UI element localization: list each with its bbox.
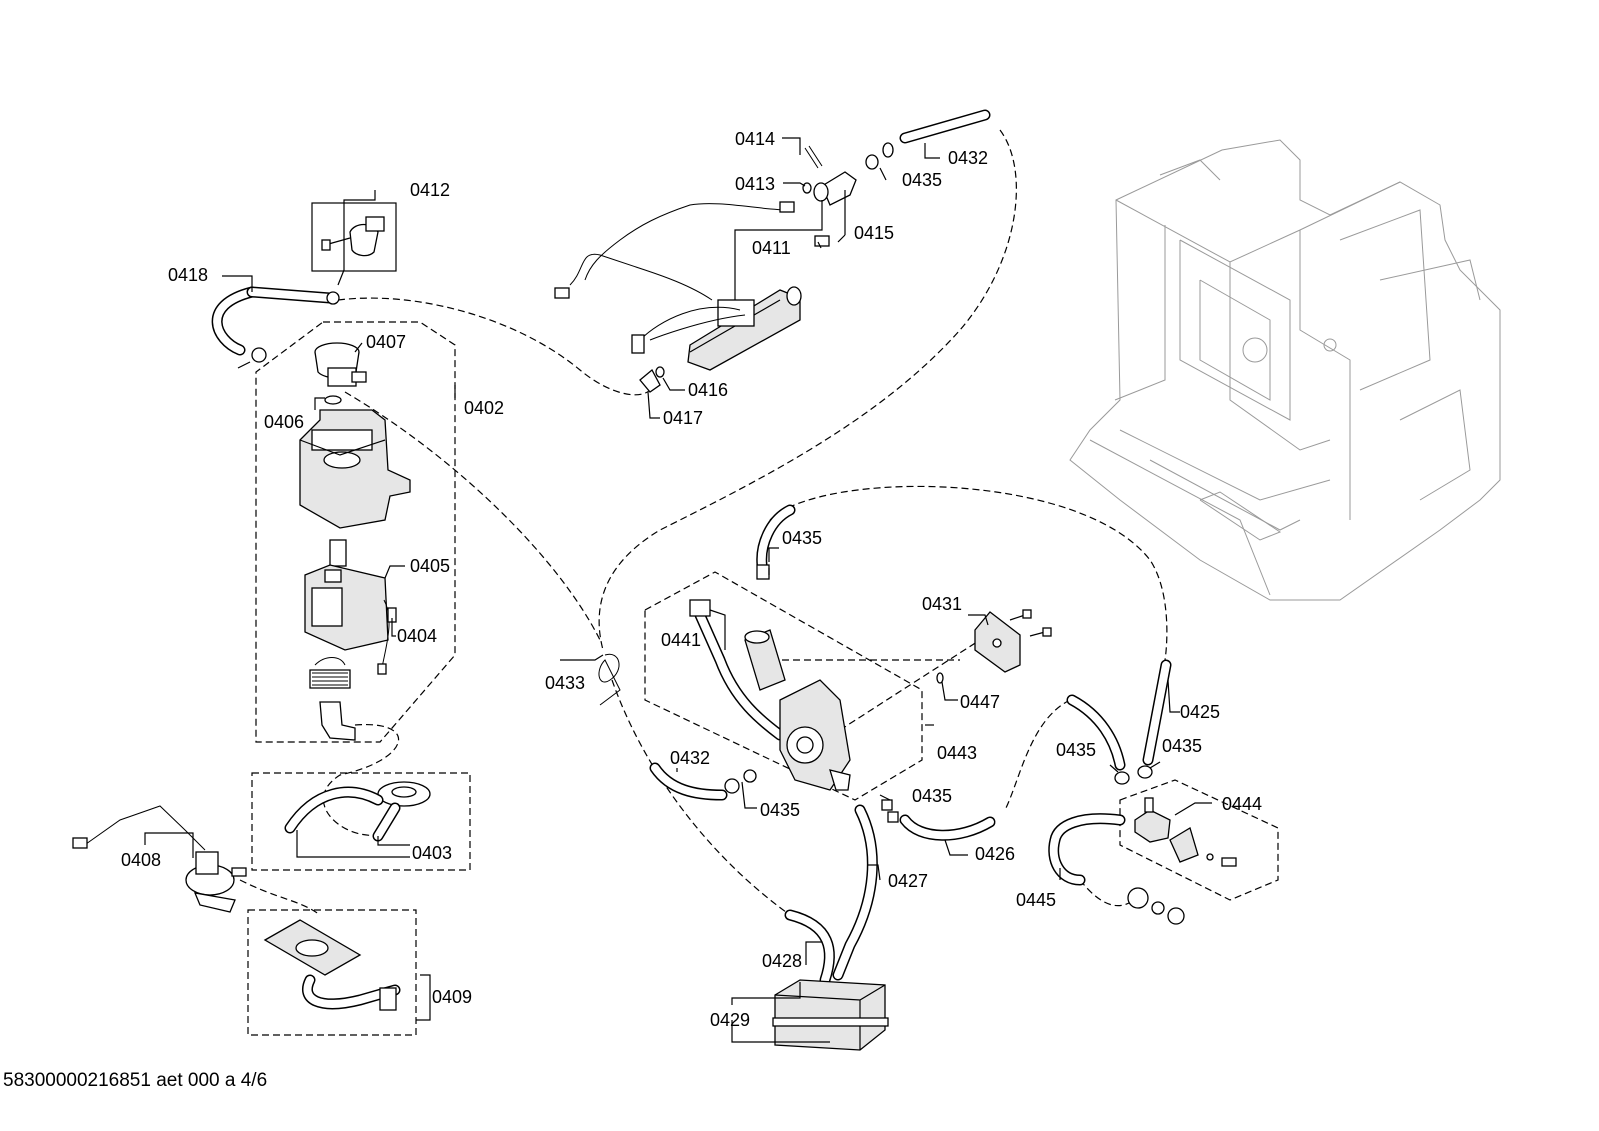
group-box-0443 bbox=[644, 571, 923, 801]
label-0409: 0409 bbox=[432, 987, 472, 1007]
label-0418: 0418 bbox=[168, 265, 208, 285]
label-0408: 0408 bbox=[121, 850, 161, 870]
document-footer-code: 58300000216851 aet 000 a 4/6 bbox=[3, 1070, 267, 1091]
label-0406: 0406 bbox=[264, 412, 304, 432]
detail-box-0412 bbox=[311, 202, 397, 272]
label-0417: 0417 bbox=[663, 408, 703, 428]
clamp-detail bbox=[321, 216, 385, 257]
label-0441: 0441 bbox=[661, 630, 701, 650]
label-0444: 0444 bbox=[1222, 794, 1262, 814]
label-0435-middle: 0435 bbox=[912, 786, 952, 806]
group-box-0403 bbox=[251, 772, 471, 871]
label-0445: 0445 bbox=[1016, 890, 1056, 910]
label-0428: 0428 bbox=[762, 951, 802, 971]
machine-housing-drawing bbox=[1069, 139, 1501, 601]
label-0435-upper: 0435 bbox=[782, 528, 822, 548]
leader-lines bbox=[144, 137, 1212, 1043]
label-0415: 0415 bbox=[854, 223, 894, 243]
label-0414: 0414 bbox=[735, 129, 775, 149]
label-0404: 0404 bbox=[397, 626, 437, 646]
label-0425: 0425 bbox=[1180, 702, 1220, 722]
group-box-0444 bbox=[1119, 779, 1279, 901]
label-0407: 0407 bbox=[366, 332, 406, 352]
label-0411: 0411 bbox=[752, 238, 791, 258]
dashed-connections bbox=[239, 129, 1168, 916]
label-0435-right: 0435 bbox=[1162, 736, 1202, 756]
label-0426: 0426 bbox=[975, 844, 1015, 864]
label-0435-lower: 0435 bbox=[760, 800, 800, 820]
label-0435-top: 0435 bbox=[902, 170, 942, 190]
label-0403: 0403 bbox=[412, 843, 452, 863]
label-0412: 0412 bbox=[410, 180, 450, 200]
label-0429: 0429 bbox=[710, 1010, 750, 1030]
group-box-0409 bbox=[247, 909, 417, 1036]
label-0405: 0405 bbox=[410, 556, 450, 576]
part-labels: 0412 0418 0407 0406 0402 0405 0404 0403 … bbox=[121, 129, 1262, 1030]
label-0435-left: 0435 bbox=[1056, 740, 1096, 760]
group-box-0402 bbox=[255, 321, 456, 743]
label-0413: 0413 bbox=[735, 174, 775, 194]
label-0443: 0443 bbox=[937, 743, 977, 763]
label-0416: 0416 bbox=[688, 380, 728, 400]
label-0433: 0433 bbox=[545, 673, 585, 693]
group-boxes bbox=[247, 202, 1279, 1036]
part-illustrations bbox=[72, 109, 1237, 1051]
label-0447: 0447 bbox=[960, 692, 1000, 712]
label-0402: 0402 bbox=[464, 398, 504, 418]
label-0427: 0427 bbox=[888, 871, 928, 891]
label-0431: 0431 bbox=[922, 594, 962, 614]
label-0432-top: 0432 bbox=[948, 148, 988, 168]
label-0432-lower: 0432 bbox=[670, 748, 710, 768]
